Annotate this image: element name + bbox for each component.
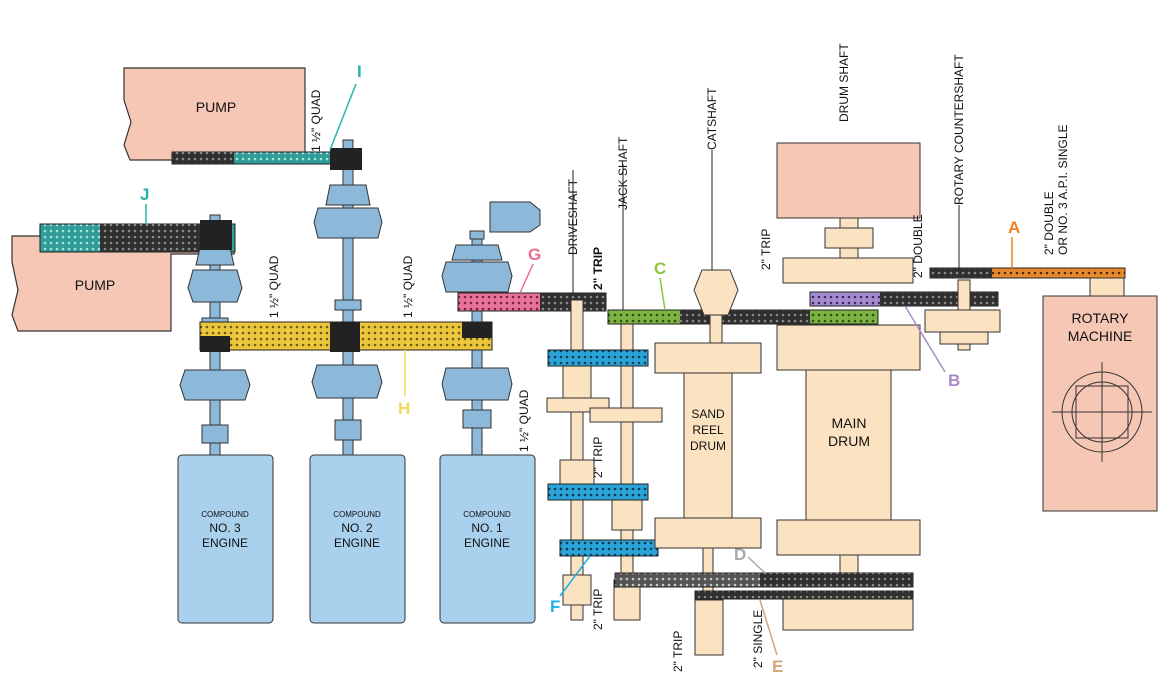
catshaft	[693, 269, 739, 346]
engine-no2-line1: COMPOUND	[333, 510, 381, 519]
engine-no1-line3: ENGINE	[464, 536, 510, 550]
engine-no2-line3: ENGINE	[334, 536, 380, 550]
engine-no1-line1: COMPOUND	[463, 510, 511, 519]
engine-no1-line2: NO. 1	[471, 521, 503, 535]
top-pump-label: PUMP	[196, 99, 236, 115]
engine-no1: COMPOUND NO. 1 ENGINE	[439, 454, 536, 624]
callout-g-leader	[519, 263, 534, 294]
chain-a-dark-segment	[930, 268, 992, 278]
chain-label-trip-mid: 2" TRIP	[591, 437, 605, 478]
main-drum-line2: DRUM	[828, 433, 870, 449]
sand-reel-line1: SAND	[691, 407, 725, 421]
left-pump-label: PUMP	[75, 277, 115, 293]
callout-d: D	[734, 545, 746, 564]
rotary-machine-line2: MACHINE	[1068, 328, 1133, 344]
callout-c: C	[654, 259, 666, 278]
sand-reel-line2: REEL	[692, 423, 724, 437]
engine-no3-line1: COMPOUND	[201, 510, 249, 519]
callout-a: A	[1008, 218, 1020, 237]
chain-b-dark-segment	[880, 292, 998, 306]
drum-shaft	[782, 217, 914, 284]
callout-e: E	[772, 657, 783, 676]
chain-label-trip-drive: 2" TRIP	[591, 247, 605, 290]
callout-i-leader	[329, 83, 357, 151]
sprocket-h-right	[462, 322, 492, 338]
engine-no3: COMPOUND NO. 3 ENGINE	[177, 454, 274, 624]
label-drum-shaft: DRUM SHAFT	[837, 43, 851, 122]
chain-label-double-api-2: OR NO. 3 A.P.I. SINGLE	[1056, 125, 1070, 256]
callout-b-leader	[904, 305, 946, 373]
chain-label-trip-lower: 2" TRIP	[591, 589, 605, 630]
top-pump: PUMP	[123, 67, 306, 161]
callout-j: J	[140, 185, 149, 204]
engine-no3-line2: NO. 3	[209, 521, 241, 535]
callout-i: I	[357, 62, 362, 81]
callout-c-leader	[659, 277, 666, 311]
callout-b: B	[948, 371, 960, 390]
callout-e-leader	[759, 599, 778, 656]
drum-shaft-housing	[776, 142, 921, 219]
engine-no2: COMPOUND NO. 2 ENGINE	[309, 454, 406, 624]
chain-j-dark-segment	[100, 224, 200, 252]
chain-label-quad-low: 1 ½" QUAD	[517, 389, 531, 452]
label-catshaft: CATSHAFT	[705, 87, 719, 150]
engine-no2-line2: NO. 2	[341, 521, 373, 535]
sprocket-h-mid	[330, 322, 360, 352]
callout-h: H	[398, 399, 410, 418]
sand-reel-line3: DRUM	[690, 439, 726, 453]
callout-g: G	[528, 245, 541, 264]
callout-f: F	[550, 597, 560, 616]
main-drum-line1: MAIN	[832, 415, 867, 431]
left-pump: PUMP	[11, 226, 235, 332]
rotary-machine: ROTARY MACHINE	[1042, 277, 1158, 512]
callout-d-leader	[747, 556, 766, 574]
chain-d-dark-segment	[760, 573, 913, 587]
chain-drive-jack-middle	[547, 483, 649, 501]
chain-drive-jack-upper	[547, 349, 649, 367]
callout-f-leader	[559, 555, 591, 597]
chain-label-double: 2" DOUBLE	[911, 214, 925, 278]
main-drum: MAIN DRUM	[776, 324, 921, 631]
chain-label-quad-top: 1 ½" QUAD	[309, 89, 323, 152]
rotary-countershaft	[924, 279, 1001, 351]
sand-reel-drum: SAND REEL DRUM	[654, 342, 762, 656]
label-rotary-countershaft: ROTARY COUNTERSHAFT	[952, 54, 966, 205]
chain-f	[559, 539, 659, 557]
engine-no2-shaft	[311, 139, 383, 456]
chain-i-dark-segment	[172, 152, 234, 164]
chain-label-trip-bottom: 2" TRIP	[671, 631, 685, 672]
chain-label-double-api-1: 2" DOUBLE	[1042, 191, 1056, 255]
chain-label-quad-left: 1 ½" QUAD	[267, 255, 281, 318]
chain-label-trip-catshaft: 2" TRIP	[759, 229, 773, 270]
chain-label-quad-mid: 1 ½" QUAD	[401, 255, 415, 318]
chain-e	[694, 590, 914, 600]
rotary-machine-line1: ROTARY	[1071, 310, 1129, 326]
sprocket-i	[330, 148, 362, 170]
sprocket-h-left	[200, 336, 230, 352]
chain-c-dark-segment	[680, 310, 810, 324]
chain-label-single: 2" SINGLE	[751, 610, 765, 668]
sprocket-j	[200, 220, 232, 250]
engine-no3-line3: ENGINE	[202, 536, 248, 550]
